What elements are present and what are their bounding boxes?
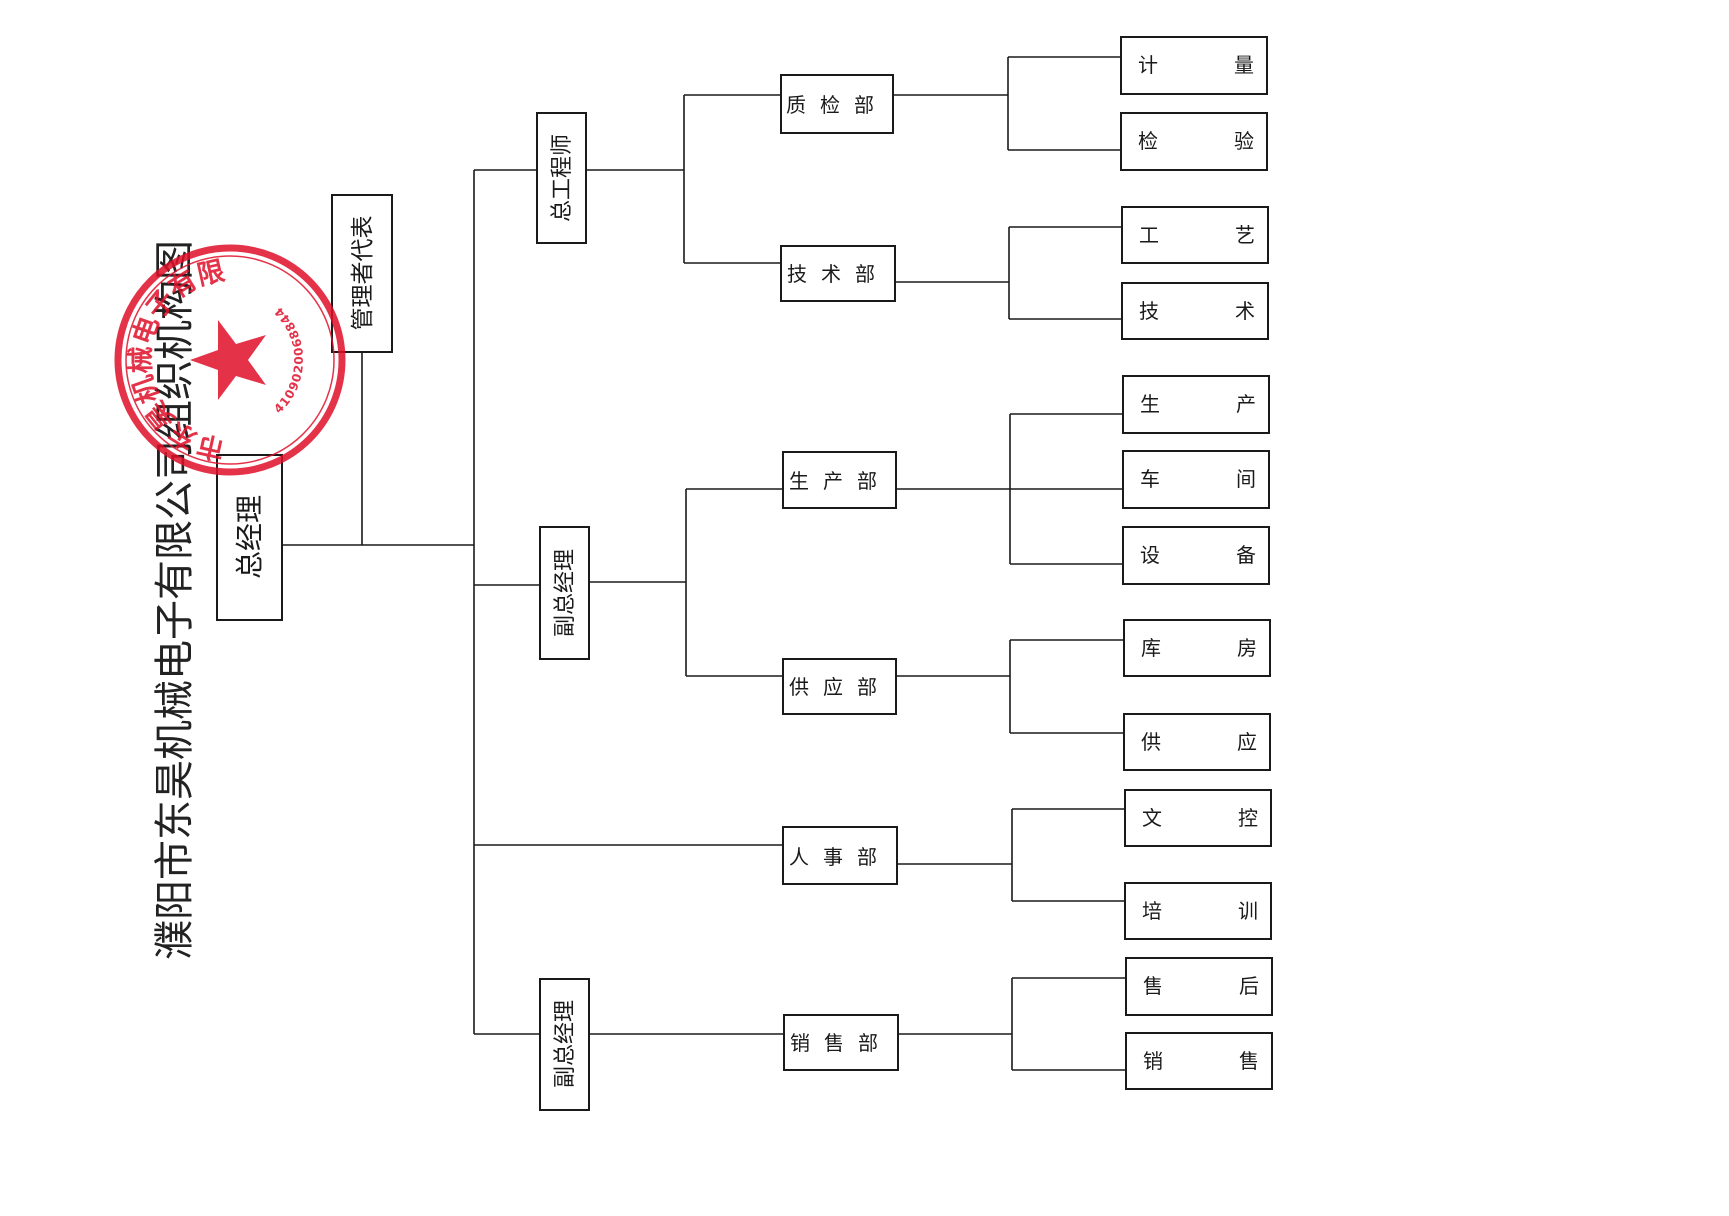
node-gm: 总经理	[216, 454, 283, 621]
seal-inner-ring	[125, 255, 335, 465]
node-jianyan: 检 验	[1120, 112, 1268, 171]
node-jianyan-char-2: 验	[1234, 129, 1254, 153]
node-chejian: 车 间	[1122, 450, 1270, 509]
seal-outer-ring	[114, 244, 346, 476]
node-sales-dept-label: 销售部	[790, 1031, 892, 1055]
chart-title: 濮阳市东昊机械电子有限公司组织机构图	[152, 240, 198, 960]
node-deputy-gm-1-label: 副总经理	[553, 549, 578, 637]
node-deputy-gm-2-label: 副总经理	[553, 1000, 578, 1088]
node-xiaoshou: 销 售	[1125, 1032, 1273, 1090]
node-jishu-char-2: 术	[1235, 299, 1255, 323]
node-jiliang: 计 量	[1120, 36, 1268, 95]
node-jishu-char-1: 技	[1139, 299, 1159, 323]
node-shebei-char-2: 备	[1236, 543, 1256, 567]
node-wenkong-char-2: 控	[1238, 806, 1258, 830]
node-peixun-char-1: 培	[1142, 899, 1162, 923]
node-gongyi: 工 艺	[1121, 206, 1269, 264]
node-gongying: 供 应	[1123, 713, 1271, 771]
node-tech-dept: 技术部	[780, 245, 896, 302]
node-jianyan-char-1: 检	[1138, 129, 1158, 153]
node-wenkong-char-1: 文	[1142, 806, 1162, 830]
node-hr-dept-label: 人事部	[789, 845, 891, 869]
seal-number: 4109020068844	[271, 304, 306, 416]
node-jishu: 技 术	[1121, 282, 1269, 340]
node-deputy-gm-1: 副总经理	[539, 526, 590, 660]
node-shengchan-char-1: 生	[1140, 392, 1160, 416]
node-shebei-char-1: 设	[1140, 543, 1160, 567]
node-peixun-char-2: 训	[1238, 899, 1258, 923]
node-rep: 管理者代表	[331, 194, 393, 353]
node-gongyi-char-1: 工	[1139, 223, 1159, 247]
node-prod-dept-label: 生产部	[789, 469, 891, 493]
node-kufang-char-2: 房	[1237, 636, 1257, 660]
node-kufang-char-1: 库	[1141, 636, 1161, 660]
node-shengchan: 生 产	[1122, 375, 1270, 434]
node-rep-label: 管理者代表	[350, 216, 376, 331]
node-kufang: 库 房	[1123, 619, 1271, 677]
node-wenkong: 文 控	[1124, 789, 1272, 847]
node-gm-label: 总经理	[233, 495, 266, 579]
node-shebei: 设 备	[1122, 526, 1270, 585]
node-jiliang-char-1: 计	[1138, 53, 1158, 77]
node-qc-dept-label: 质检部	[786, 93, 888, 117]
node-chejian-char-1: 车	[1140, 467, 1160, 491]
node-jiliang-char-2: 量	[1234, 53, 1254, 77]
node-peixun: 培 训	[1124, 882, 1272, 940]
node-shengchan-char-2: 产	[1236, 392, 1256, 416]
node-qc-dept: 质检部	[780, 74, 894, 134]
node-shouhou: 售 后	[1125, 957, 1273, 1016]
node-gongying-char-1: 供	[1141, 730, 1161, 754]
node-xiaoshou-char-1: 销	[1143, 1049, 1163, 1073]
node-deputy-gm-2: 副总经理	[539, 978, 590, 1111]
connector-lines	[282, 56, 1126, 1071]
node-chejian-char-2: 间	[1236, 467, 1256, 491]
node-chief-engineer: 总工程师	[536, 112, 587, 244]
star-icon	[190, 320, 266, 400]
node-hr-dept: 人事部	[782, 826, 898, 885]
node-xiaoshou-char-2: 售	[1239, 1049, 1259, 1073]
node-prod-dept: 生产部	[782, 451, 897, 509]
node-shouhou-char-2: 后	[1239, 974, 1259, 998]
node-sales-dept: 销售部	[783, 1014, 899, 1071]
node-gongyi-char-2: 艺	[1235, 223, 1255, 247]
node-gongying-char-2: 应	[1237, 730, 1257, 754]
node-supply-dept-label: 供应部	[789, 675, 891, 699]
node-tech-dept-label: 技术部	[787, 262, 889, 286]
company-seal: 濮阳市东昊机械电子有限公司 4109020068844	[114, 244, 346, 476]
node-shouhou-char-1: 售	[1143, 974, 1163, 998]
node-chief-engineer-label: 总工程师	[550, 134, 575, 222]
node-supply-dept: 供应部	[782, 658, 897, 715]
